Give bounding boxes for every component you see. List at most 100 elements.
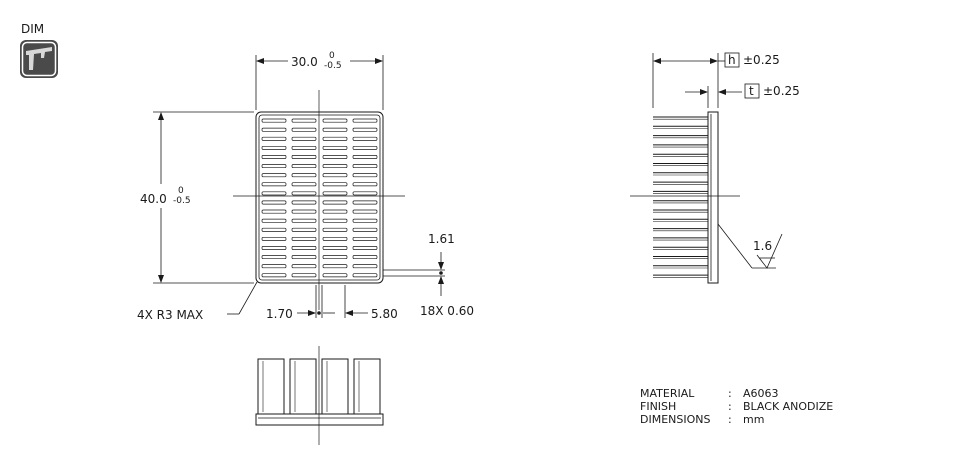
fin-slot <box>322 236 348 241</box>
fin-slot <box>291 246 317 250</box>
fin-slot <box>261 209 287 214</box>
fin-slot <box>261 182 287 187</box>
roughness-value: 1.6 <box>753 239 772 253</box>
fin-slot <box>261 264 287 269</box>
roughness-leader <box>717 223 753 269</box>
note-value-dimensions: mm <box>743 413 764 426</box>
fin-slot <box>261 155 287 159</box>
fin-slot <box>352 255 378 260</box>
side-fin-stack <box>653 116 708 278</box>
fin-slot-grid <box>261 118 378 278</box>
slot-count-label: 18X 0.60 <box>420 304 474 318</box>
fin-slot <box>291 255 317 260</box>
fin-slot <box>261 227 287 232</box>
fin-slot <box>261 191 287 196</box>
fin-slot <box>261 200 287 205</box>
fin-slot <box>322 255 348 260</box>
fin-slot <box>322 227 348 232</box>
fin-slot <box>261 255 287 260</box>
fin-slot <box>322 218 348 223</box>
fin-slot <box>291 182 317 187</box>
note-value-finish: BLACK ANODIZE <box>743 400 833 413</box>
pitch-dim-dot <box>317 311 321 315</box>
fin-slot <box>352 145 378 150</box>
fin-slot <box>261 164 287 169</box>
dim-badge: DIM <box>20 22 58 78</box>
fin-slot <box>291 264 317 269</box>
fin-slot <box>352 218 378 223</box>
fin-slot <box>261 127 287 132</box>
bottom-fin <box>289 358 317 415</box>
fin-slot <box>261 236 287 241</box>
fin-slot <box>322 155 348 159</box>
slot-dim-dot <box>439 271 443 275</box>
note-key-material: MATERIAL <box>640 387 695 400</box>
fin-slot <box>322 246 348 250</box>
fin-slot <box>352 236 378 241</box>
fin-slot <box>322 136 348 141</box>
side-base-plate <box>707 111 719 284</box>
height-dim-lower-tol: -0.5 <box>173 196 191 206</box>
fin-slot <box>322 173 348 178</box>
dim-badge-label: DIM <box>21 22 44 36</box>
fin-slot <box>352 191 378 196</box>
fin-slot <box>291 118 317 123</box>
fin-slot <box>322 191 348 196</box>
height-dim-value: 40.0 <box>140 192 167 206</box>
fin-slot <box>322 164 348 169</box>
fin-slot <box>261 136 287 141</box>
fin-slot <box>291 164 317 169</box>
fin-slot <box>291 236 317 241</box>
fin-slot <box>291 209 317 214</box>
fin-slot <box>352 173 378 178</box>
front-view: 30.0 0 -0.5 40.0 0 -0.5 4X R3 MAX 1.70 5… <box>137 51 474 322</box>
note-key-finish: FINISH <box>640 400 676 413</box>
heatsink-inner-outline <box>258 114 381 281</box>
heatsink-outline <box>255 111 384 284</box>
bottom-fin <box>257 358 285 415</box>
fin-slot <box>352 264 378 269</box>
t-symbol: t <box>749 84 754 98</box>
caliper-icon <box>20 40 58 78</box>
fin-slot <box>261 218 287 223</box>
fin-slot <box>291 127 317 132</box>
h-symbol: h <box>728 53 736 67</box>
fin-slot <box>352 155 378 159</box>
fin-slot <box>261 145 287 150</box>
fin-slot <box>352 164 378 169</box>
fin-slot <box>322 200 348 205</box>
note-sep-material: : <box>728 387 732 400</box>
fin-pitch-label: 1.70 <box>266 307 293 321</box>
fin-slot <box>291 136 317 141</box>
fin-slot <box>352 227 378 232</box>
fin-slot <box>291 200 317 205</box>
note-key-dimensions: DIMENSIONS <box>640 413 710 426</box>
bottom-fin <box>353 358 381 415</box>
fin-slot <box>322 209 348 214</box>
fin-slot <box>352 136 378 141</box>
fin-slot <box>291 145 317 150</box>
fin-slot <box>352 273 378 278</box>
t-symbol-box <box>744 83 760 99</box>
fin-slot <box>261 173 287 178</box>
note-value-material: A6063 <box>743 387 779 400</box>
fin-slot <box>261 273 287 278</box>
fin-slot <box>352 209 378 214</box>
fin-slot <box>291 173 317 178</box>
fin-slot <box>261 246 287 250</box>
fin-slot <box>352 118 378 123</box>
fin-slot <box>352 182 378 187</box>
roughness-symbol <box>756 233 783 269</box>
fin-slot <box>322 118 348 123</box>
fin-slot <box>291 155 317 159</box>
radius-leader-diagonal <box>238 281 258 315</box>
fin-slot <box>291 218 317 223</box>
fin-slot <box>322 127 348 132</box>
fin-slot <box>322 145 348 150</box>
width-dim-lower-tol: -0.5 <box>324 61 342 71</box>
corner-radius-note: 4X R3 MAX <box>137 308 203 322</box>
fin-slot <box>261 118 287 123</box>
fin-slot <box>352 246 378 250</box>
fin-slot <box>291 227 317 232</box>
